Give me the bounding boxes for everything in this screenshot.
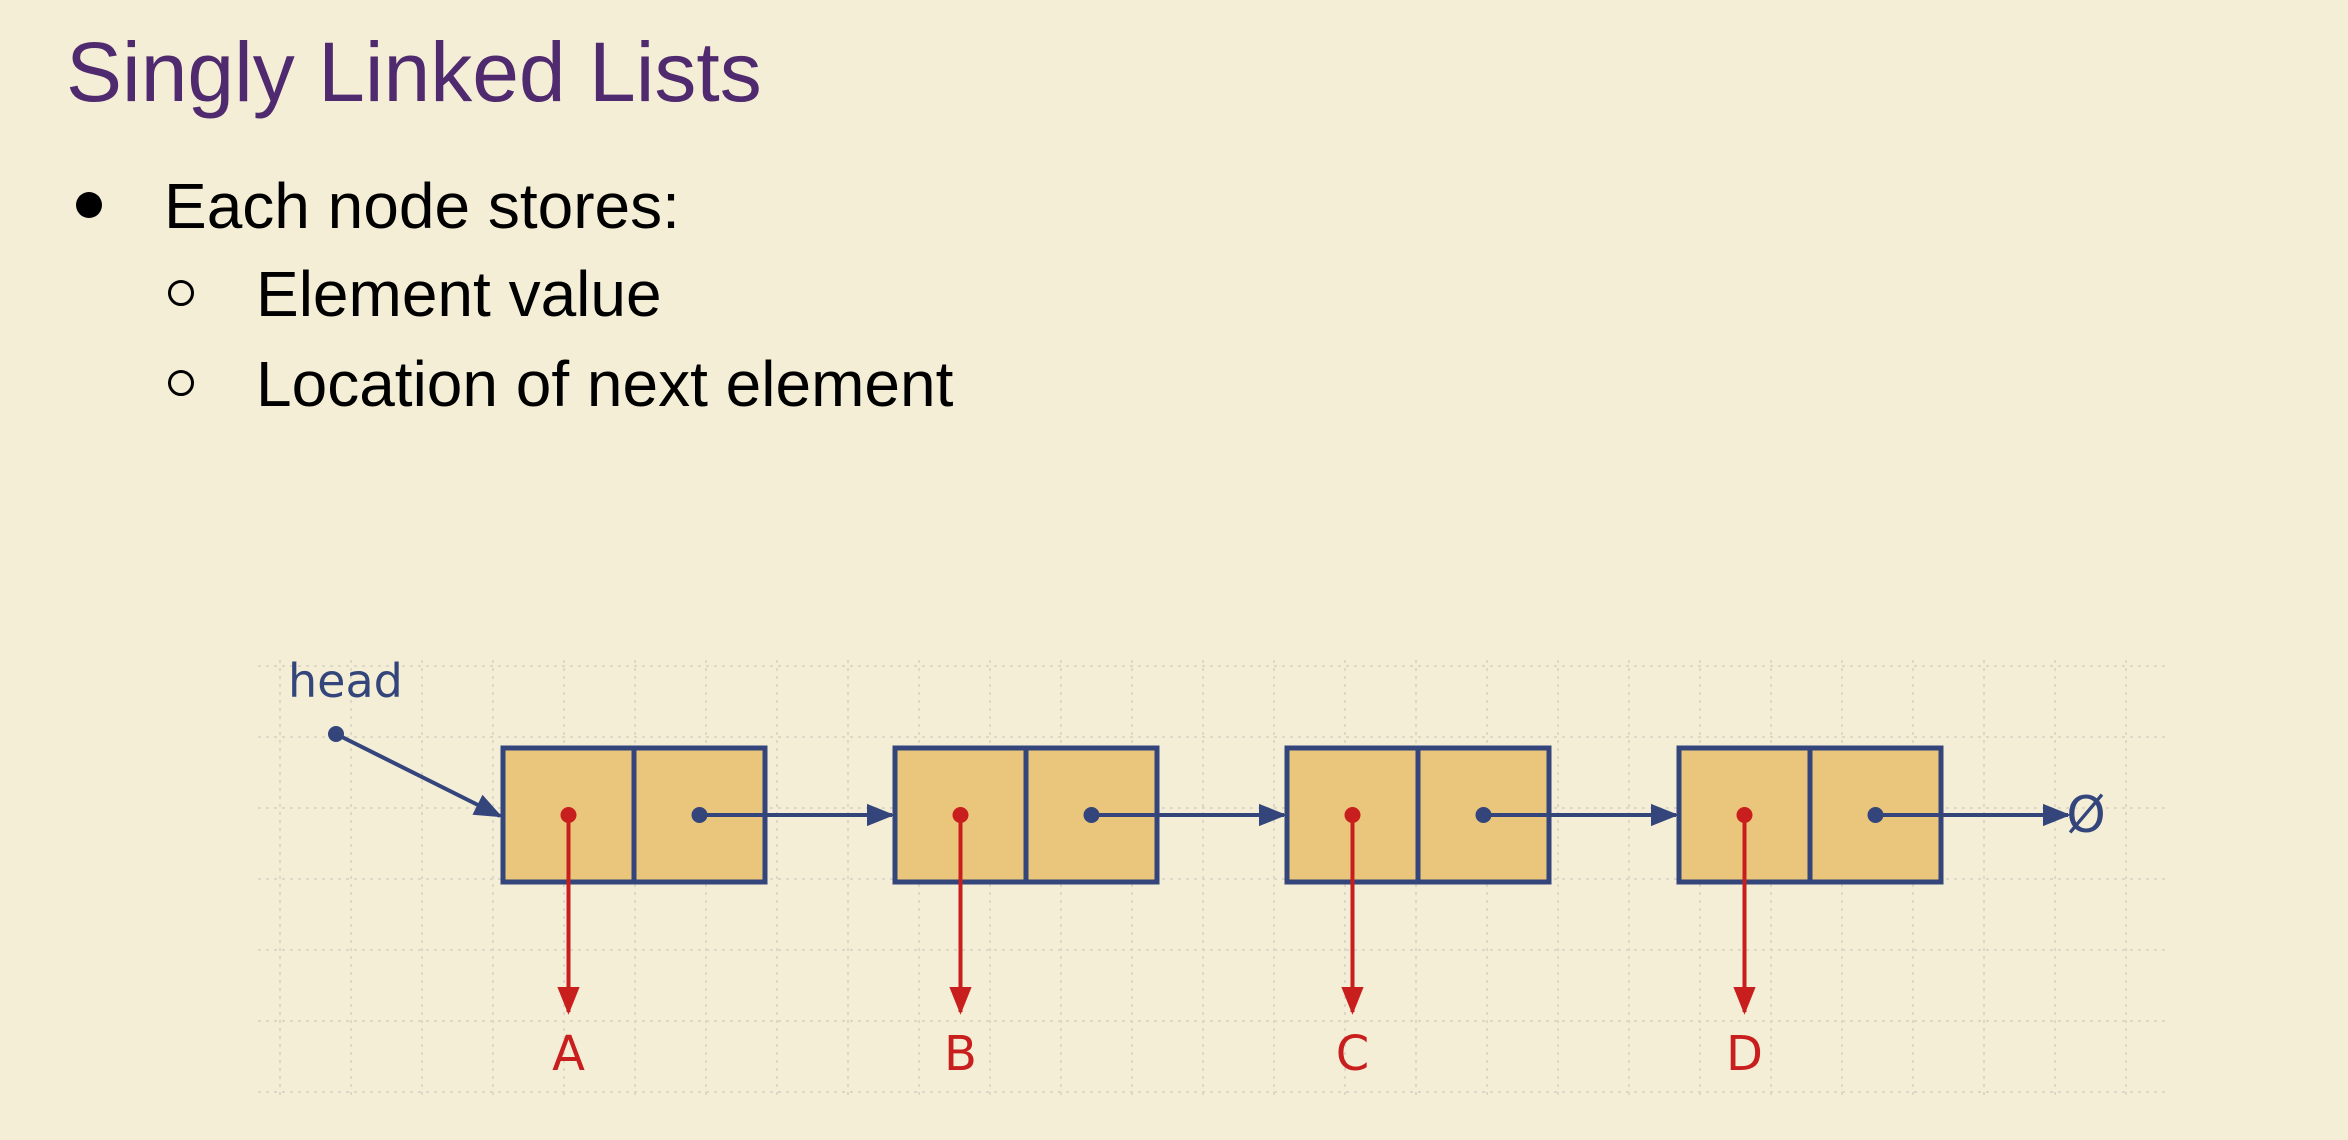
element-value-label: A	[552, 1026, 585, 1082]
head-pointer-arrow	[335, 732, 503, 818]
bullet-circle-icon	[168, 370, 194, 397]
bullet-circle-icon	[168, 280, 194, 307]
sub-bullet-item: Element value	[168, 258, 662, 332]
null-symbol: Ø	[2066, 786, 2105, 844]
sub-bullet-text: Location of next element	[256, 348, 954, 420]
head-label: head	[288, 654, 403, 708]
slide-title: Singly Linked Lists	[66, 25, 762, 119]
element-value-label: C	[1336, 1026, 1370, 1082]
bullet-dot-icon	[76, 192, 102, 219]
bullet-text: Each node stores:	[164, 170, 680, 242]
sub-bullet-text: Element value	[256, 258, 662, 330]
sub-bullet-item: Location of next element	[168, 348, 953, 422]
element-value-label: D	[1726, 1026, 1763, 1082]
element-value-label: B	[944, 1026, 977, 1082]
bullet-item: Each node stores:	[76, 170, 680, 244]
